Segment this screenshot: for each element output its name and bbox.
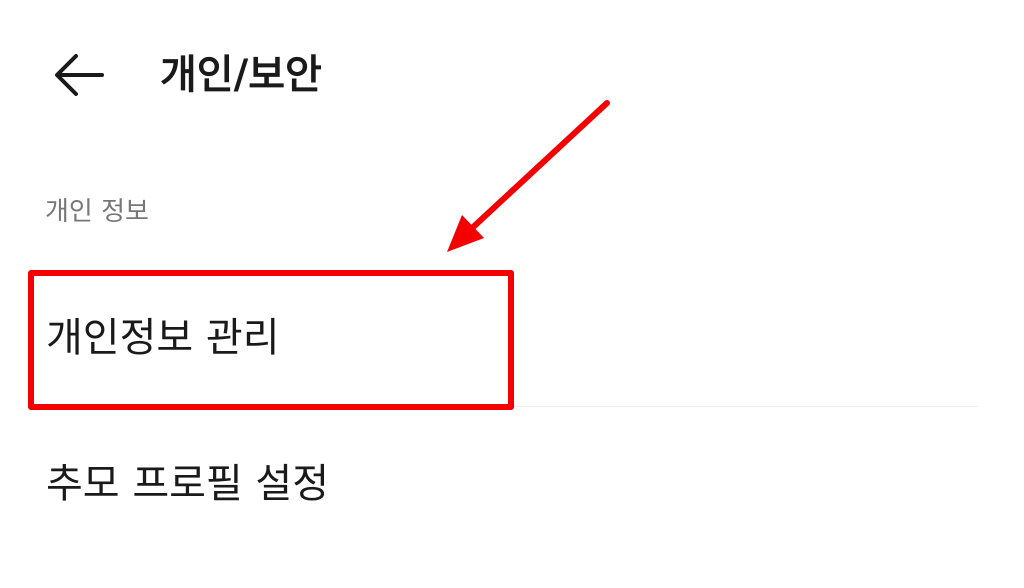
list-item-memorial-profile[interactable]: 추모 프로필 설정 <box>0 408 1024 558</box>
arrow-left-icon <box>55 54 104 96</box>
list-item-label: 개인정보 관리 <box>46 315 280 361</box>
list-item-label: 추모 프로필 설정 <box>46 461 330 507</box>
back-button[interactable] <box>52 50 106 100</box>
divider <box>46 406 978 407</box>
list-item-privacy-management[interactable]: 개인정보 관리 <box>0 270 1024 407</box>
page-title: 개인/보안 <box>160 52 322 98</box>
section-label: 개인 정보 <box>45 197 149 227</box>
